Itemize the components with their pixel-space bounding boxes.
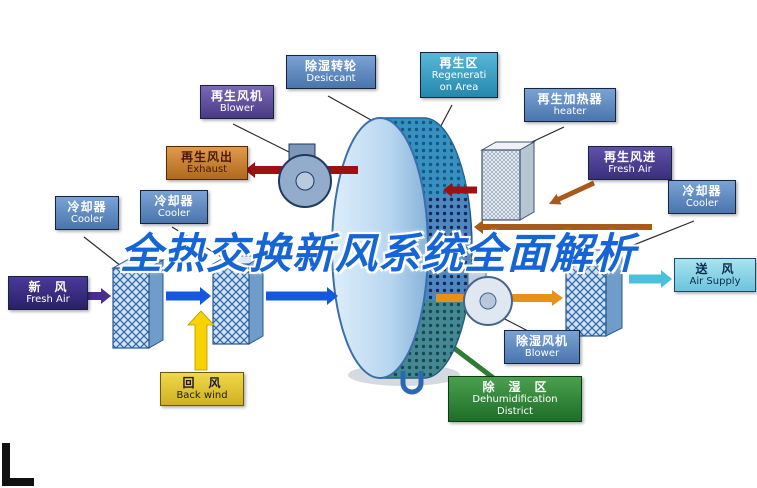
arrow-regen-intake-diag-shaft	[555, 180, 596, 203]
regeneration-sector	[380, 117, 468, 196]
label-regen-exhaust: 再生风出 Exhaust	[166, 146, 248, 181]
dehumidification-sector	[380, 300, 468, 379]
label-dehumid-blower: 除湿风机 Blower	[504, 330, 580, 365]
label-cooler-left-inner: 冷却器 Cooler	[140, 190, 208, 225]
label-cooler-right: 冷却器 Cooler	[668, 180, 736, 215]
label-air-supply: 送 风 Air Supply	[674, 258, 756, 293]
regen-fan	[278, 143, 332, 208]
arrow-fresh-air-in	[84, 288, 111, 304]
arrow-regen-intake-diag-head	[549, 194, 562, 205]
arrow-air-supply-out	[629, 270, 672, 288]
label-fresh-air: 新 风 Fresh Air	[8, 276, 88, 311]
leader-lines	[83, 95, 695, 332]
label-regen-heater: 再生加热器 heater	[524, 88, 616, 123]
label-dehumid-district: 除 湿 区 Dehumidification District	[448, 376, 582, 423]
heat-exchanger-left-2	[211, 255, 265, 345]
heat-exchanger-right	[565, 249, 623, 337]
arrow-regen-intake-long	[474, 220, 652, 234]
arrow-supply-2	[266, 287, 338, 305]
label-cooler-left-outer: 冷却器 Cooler	[55, 196, 119, 231]
label-regen-area: 再生区 Regenerati on Area	[420, 52, 498, 99]
arrow-return-air-up	[187, 310, 215, 371]
corner-mark	[2, 443, 34, 486]
regen-heater-block	[480, 141, 536, 221]
arrow-heater-to-wheel	[443, 183, 477, 197]
arrow-supply-1	[166, 287, 211, 305]
label-back-wind: 回 风 Back wind	[160, 372, 244, 407]
page-title: 全热交换新风系统全面解析	[119, 229, 636, 278]
label-regen-fresh-air: 再生风进 Fresh Air	[588, 146, 672, 181]
desiccant-wheel	[331, 117, 473, 379]
label-regen-blower: 再生风机 Blower	[200, 85, 274, 120]
drain-pipe	[400, 371, 424, 395]
label-desiccant: 除湿转轮 Desiccant	[286, 55, 376, 90]
dehumid-fan	[463, 269, 513, 326]
heat-exchanger-left-1	[111, 259, 165, 349]
